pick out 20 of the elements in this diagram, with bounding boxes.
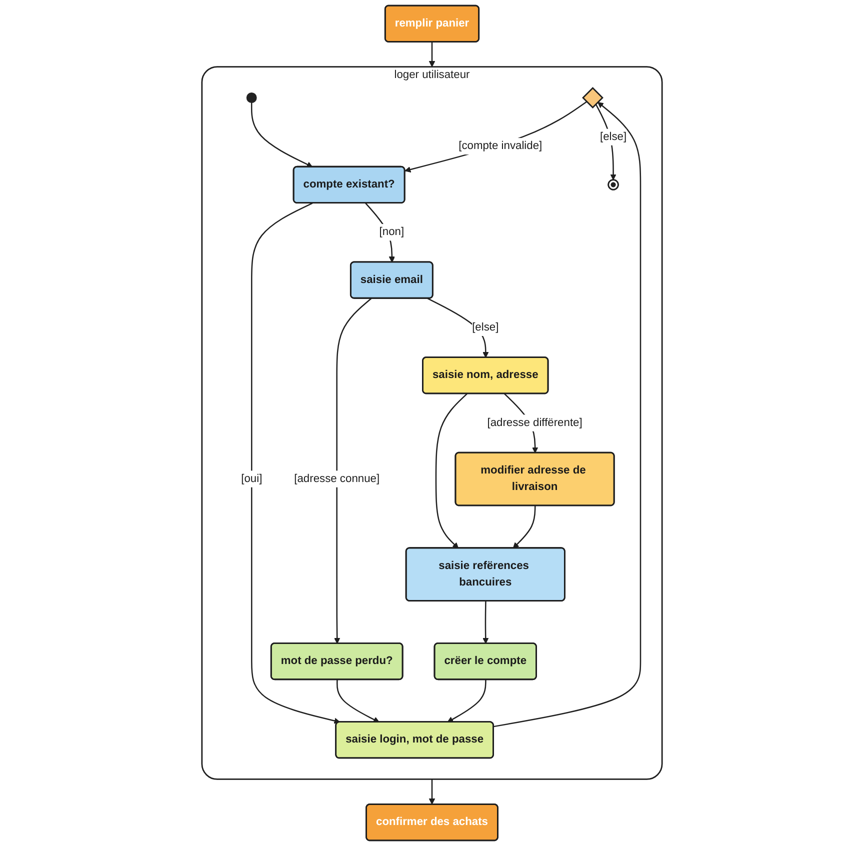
edge-label: [else] (472, 321, 499, 334)
arrow (447, 680, 486, 722)
arrow (404, 101, 588, 172)
arrow (334, 298, 372, 644)
node-circle (246, 92, 257, 103)
edge-label: [else] (600, 130, 627, 143)
arrow (482, 601, 489, 644)
node-diamond (582, 87, 604, 108)
arrow (250, 102, 313, 168)
arrow (336, 680, 380, 722)
edge-label: [adresse connue] (294, 472, 380, 485)
arrow (428, 42, 436, 68)
edge-label: [non] (379, 226, 404, 238)
arrow (435, 393, 468, 548)
arrow (428, 779, 436, 805)
edge-label: [adresse diffërente] (487, 416, 582, 429)
arrow (512, 506, 536, 548)
edge-label: [compte invalide] (458, 140, 542, 152)
edge-label: [oui] (241, 472, 262, 485)
arrow (251, 202, 340, 724)
